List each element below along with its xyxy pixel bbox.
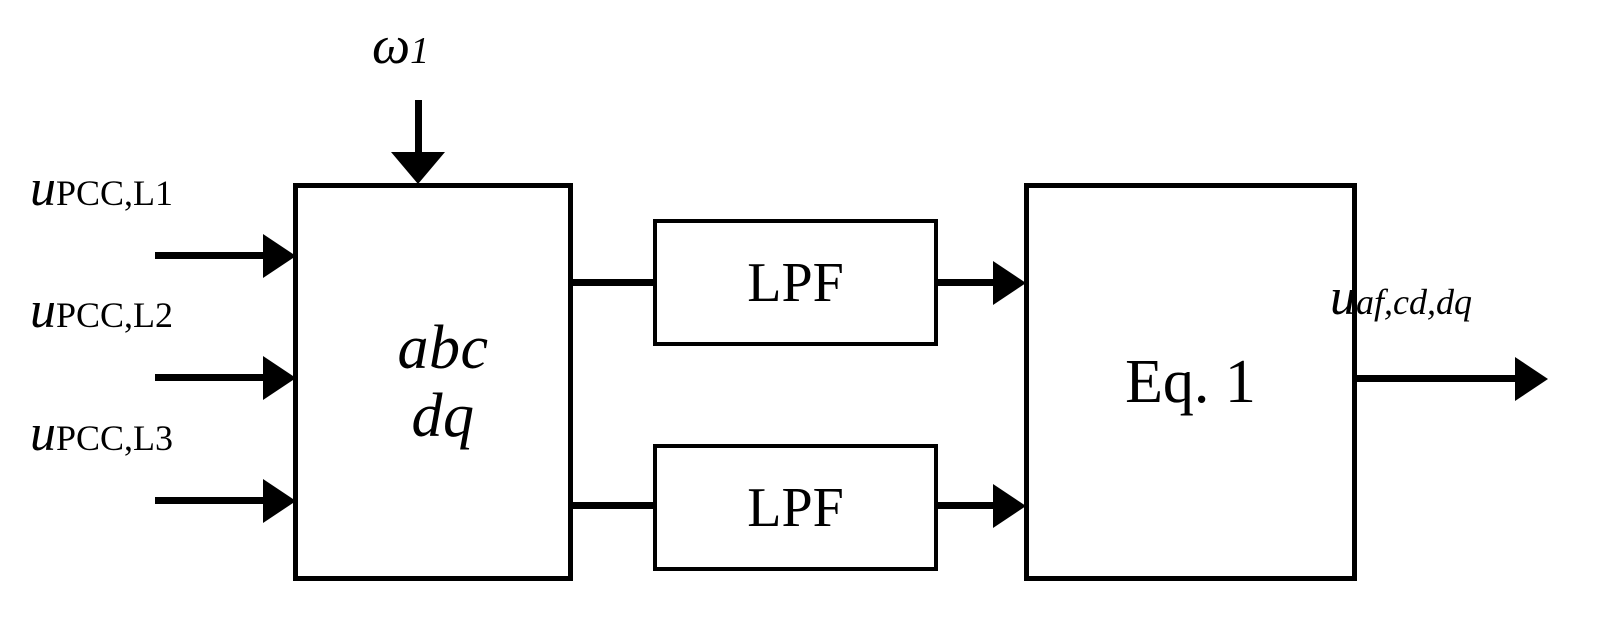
input-label-base: u: [30, 160, 56, 217]
block-lpf-top-label: LPF: [747, 251, 844, 314]
connector-transform-to-lpf-top: [570, 279, 656, 286]
output-label-base: u: [1330, 269, 1356, 326]
input-arrowhead-1: [263, 234, 296, 278]
block-lpf-top[interactable]: LPF: [653, 219, 938, 346]
block-lpf-bottom-label: LPF: [747, 476, 844, 539]
input-label-upcc-l1: uPCC,L1: [30, 163, 173, 215]
input-arrow-line-2: [155, 374, 275, 381]
input-label-upcc-l3: uPCC,L3: [30, 408, 173, 460]
omega-symbol: ω: [372, 15, 411, 75]
output-arrowhead: [1515, 357, 1548, 401]
block-abc-dq-label: abc dq: [397, 317, 488, 447]
control-input-arrow-line: [415, 100, 422, 158]
connector-lpf-bottom-to-eq1-line: [936, 502, 998, 509]
connector-lpf-top-to-eq1-line: [936, 279, 998, 286]
output-label-subscript: af,cd,dq: [1356, 282, 1472, 322]
block-abc-dq-transform[interactable]: abc dq: [293, 183, 573, 581]
block-equation-1[interactable]: Eq. 1: [1024, 183, 1357, 581]
input-arrowhead-3: [263, 479, 296, 523]
block-lpf-bottom[interactable]: LPF: [653, 444, 938, 571]
input-label-base: u: [30, 282, 56, 339]
input-arrow-line-1: [155, 252, 275, 259]
omega-subscript: 1: [410, 30, 430, 72]
connector-lpf-top-to-eq1-arrowhead: [993, 261, 1026, 305]
block-abc-dq-line2: dq: [411, 382, 475, 450]
input-label-subscript: PCC,L3: [56, 418, 174, 458]
control-input-arrowhead: [391, 152, 445, 184]
output-arrow-line: [1354, 375, 1522, 382]
input-label-subscript: PCC,L1: [56, 173, 174, 213]
connector-transform-to-lpf-bottom: [570, 502, 656, 509]
output-label-uaf-cd-dq: uaf,cd,dq: [1330, 272, 1472, 324]
input-arrowhead-2: [263, 356, 296, 400]
control-input-label-omega1: ω1: [372, 18, 429, 72]
input-label-upcc-l2: uPCC,L2: [30, 285, 173, 337]
connector-lpf-bottom-to-eq1-arrowhead: [993, 484, 1026, 528]
input-arrow-line-3: [155, 497, 275, 504]
input-label-subscript: PCC,L2: [56, 295, 174, 335]
input-label-base: u: [30, 405, 56, 462]
block-equation-1-label: Eq. 1: [1125, 348, 1256, 416]
block-abc-dq-line1: abc: [397, 314, 489, 382]
